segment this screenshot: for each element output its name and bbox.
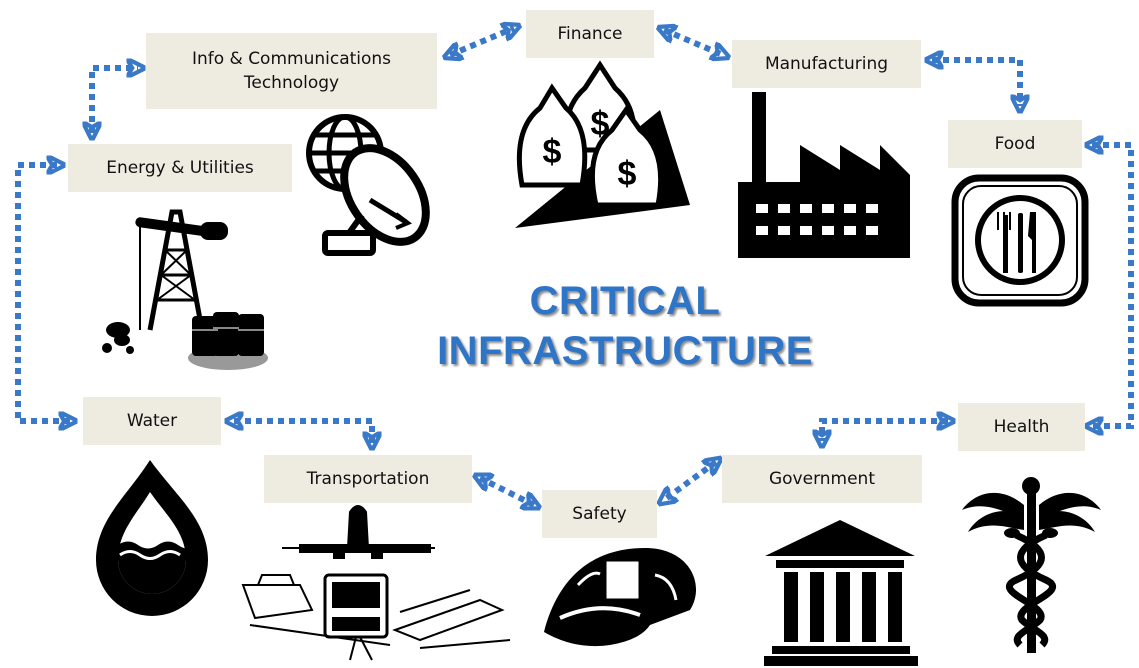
connection-arrows	[15, 28, 1134, 505]
sector-label-water: Water	[83, 397, 221, 445]
diagram-title: CRITICAL INFRASTRUCTURE	[380, 276, 870, 376]
arrow-manufacturing-food	[932, 60, 1020, 106]
arrow-food-health	[1092, 145, 1134, 426]
svg-text:$: $	[543, 133, 562, 171]
arrow-safety-transportation	[480, 478, 534, 505]
sector-label-ict: Info & Communications Technology	[146, 33, 437, 109]
sector-label-food: Food	[948, 120, 1082, 168]
water-drop-icon	[96, 460, 208, 616]
sector-label-safety: Safety	[542, 490, 657, 538]
diagram-title-line2: INFRASTRUCTURE	[437, 329, 813, 373]
arrow-government-safety	[664, 462, 716, 500]
arrow-ict-finance	[450, 28, 514, 55]
sector-label-finance: Finance	[526, 10, 654, 58]
diagram-title-line1: CRITICAL	[529, 279, 721, 323]
caduceus-icon	[962, 477, 1101, 653]
sector-label-energy: Energy & Utilities	[68, 144, 292, 192]
sector-label-manufacturing: Manufacturing	[732, 40, 921, 88]
factory-icon	[738, 92, 910, 258]
satellite-dish-globe-icon	[306, 114, 430, 256]
transport-vehicles-icon	[241, 505, 511, 661]
money-bags-icon: $ $ $	[515, 60, 690, 228]
arrow-health-government	[822, 421, 948, 441]
arrow-finance-manufacturing	[664, 30, 723, 55]
government-building-icon	[764, 520, 918, 666]
arrow-energy-ict	[92, 68, 138, 133]
sector-label-government: Government	[722, 455, 922, 503]
sector-label-transportation: Transportation	[264, 455, 472, 503]
arrow-transportation-water	[232, 421, 372, 443]
sector-label-ict-line1: Info & Communications	[191, 49, 392, 69]
oil-derrick-icon	[102, 209, 268, 370]
fire-helmet-icon	[544, 548, 697, 647]
sector-label-health: Health	[958, 403, 1085, 451]
svg-text:$: $	[618, 155, 637, 193]
fork-knife-icon	[951, 174, 1089, 307]
sector-label-ict-line2: Technology	[243, 73, 340, 93]
arrow-water-energy	[15, 165, 70, 421]
